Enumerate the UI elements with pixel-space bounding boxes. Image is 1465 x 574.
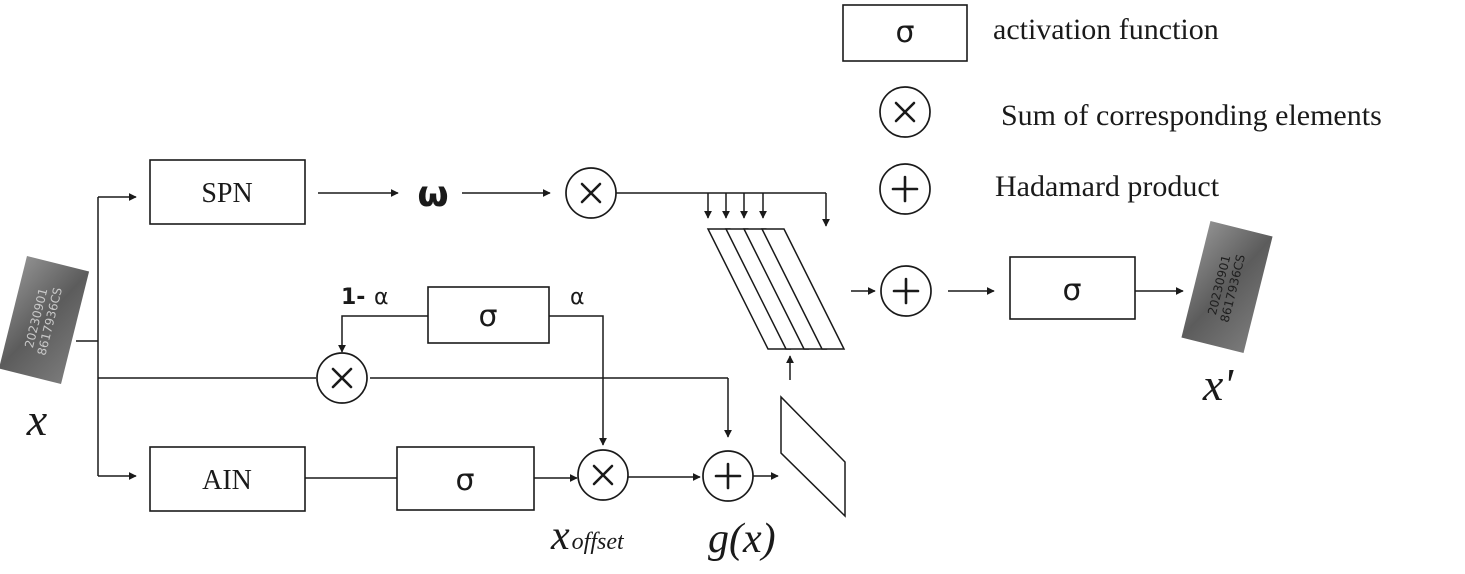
feature-map-stack bbox=[706, 228, 846, 350]
g-x-label: g(x) bbox=[708, 516, 776, 562]
spn-box bbox=[149, 159, 306, 225]
legend: σ activation function Sum of correspondi… bbox=[842, 4, 1382, 215]
gate-sigma-label: σ bbox=[478, 299, 497, 334]
alpha-arrow bbox=[549, 315, 607, 446]
x-offset-base: x bbox=[550, 513, 570, 559]
one-minus-text: 1- bbox=[341, 285, 365, 310]
plus-node-output bbox=[880, 265, 932, 317]
ain-label: AIN bbox=[202, 465, 252, 496]
multiply-node-middle bbox=[316, 352, 368, 404]
alpha-symbol: α bbox=[570, 285, 585, 310]
gate-sigma-box bbox=[427, 286, 550, 344]
ain-box bbox=[149, 446, 306, 512]
one-minus-alpha-arrow bbox=[338, 315, 428, 353]
output-plate-image: 20230901 8617936CS bbox=[1181, 221, 1273, 353]
legend-activation-label: activation function bbox=[993, 13, 1219, 46]
legend-hadamard-label: Hadamard product bbox=[995, 170, 1220, 203]
ain-sigma-box bbox=[396, 446, 535, 511]
output-label: x' bbox=[1202, 359, 1234, 410]
ain-sigma-label: σ bbox=[455, 463, 474, 498]
legend-multiply-icon bbox=[879, 86, 931, 138]
input-plate-image: 20230901 8617936CS bbox=[0, 255, 90, 385]
multiply-node-top bbox=[565, 167, 617, 219]
legend-sigma-symbol: σ bbox=[895, 15, 914, 50]
input-label: x bbox=[26, 394, 48, 445]
x-offset-subscript: offset bbox=[572, 529, 625, 555]
one-minus-alpha-symbol: α bbox=[374, 285, 389, 310]
omega-label: ω bbox=[417, 174, 448, 215]
x-offset-label: xoffset bbox=[550, 513, 625, 559]
spn-label: SPN bbox=[201, 178, 252, 209]
output-sigma-label: σ bbox=[1062, 273, 1081, 308]
legend-sigma-box bbox=[842, 4, 968, 62]
legend-sum-label: Sum of corresponding elements bbox=[1001, 99, 1382, 132]
legend-plus-icon bbox=[879, 163, 931, 215]
multiply-node-bottom bbox=[577, 449, 629, 501]
plus-node-bottom bbox=[702, 450, 754, 502]
feature-map-single bbox=[780, 395, 846, 518]
output-sigma-box bbox=[1009, 256, 1136, 320]
input-branches bbox=[76, 193, 732, 480]
channel-weight-arrows bbox=[616, 192, 830, 227]
